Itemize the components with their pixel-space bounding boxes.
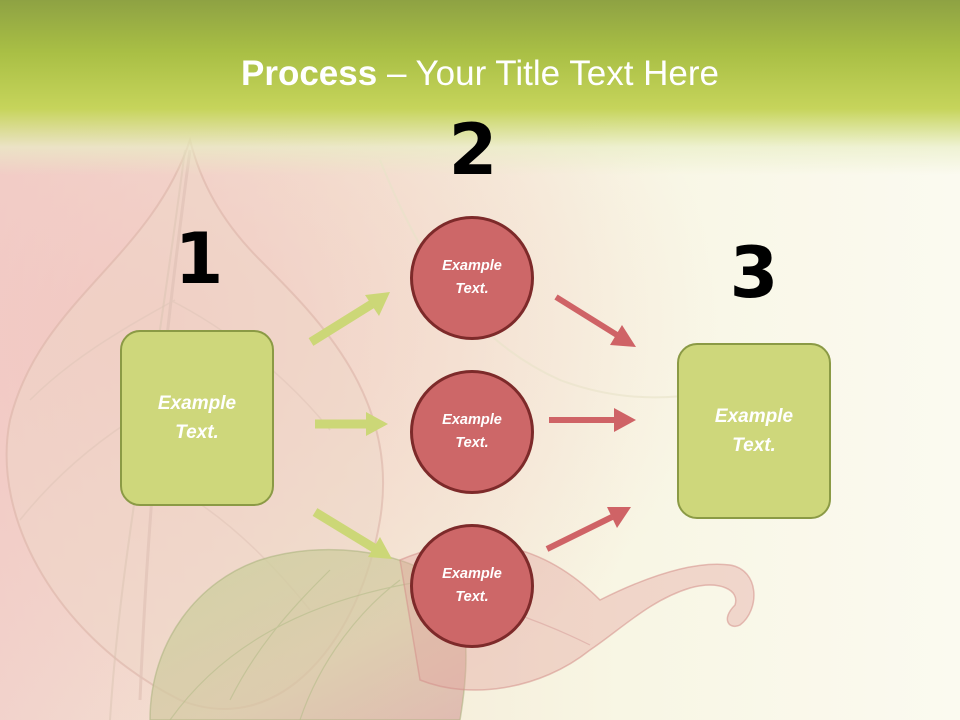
circle-text-middle: Example Text. (442, 412, 502, 451)
step-2-circle-bottom: Example Text. (410, 524, 534, 648)
green-arrow-up (308, 292, 390, 346)
step-number-2: 2 (448, 109, 498, 191)
step-3-box: Example Text. (677, 343, 831, 519)
red-arrow-down (554, 294, 636, 347)
circle-text-bottom: Example Text. (442, 566, 502, 605)
red-arrow-up (545, 507, 631, 552)
slide-title: Process – Your Title Text Here (0, 52, 960, 96)
title-strong: Process (241, 54, 378, 93)
step-number-3: 3 (729, 232, 779, 314)
green-arrow-down (312, 508, 392, 559)
step-3-text: Example Text. (714, 406, 794, 456)
circle-text-top: Example Text. (442, 258, 502, 297)
step-2-circle-middle: Example Text. (410, 370, 534, 494)
step-number-1: 1 (174, 218, 224, 300)
green-arrow-straight (315, 412, 388, 436)
red-arrow-straight (549, 408, 636, 432)
step-1-box: Example Text. (120, 330, 274, 506)
title-rest: – Your Title Text Here (377, 54, 719, 93)
title-bar (0, 0, 960, 175)
step-1-text: Example Text. (157, 393, 237, 443)
step-2-circle-top: Example Text. (410, 216, 534, 340)
